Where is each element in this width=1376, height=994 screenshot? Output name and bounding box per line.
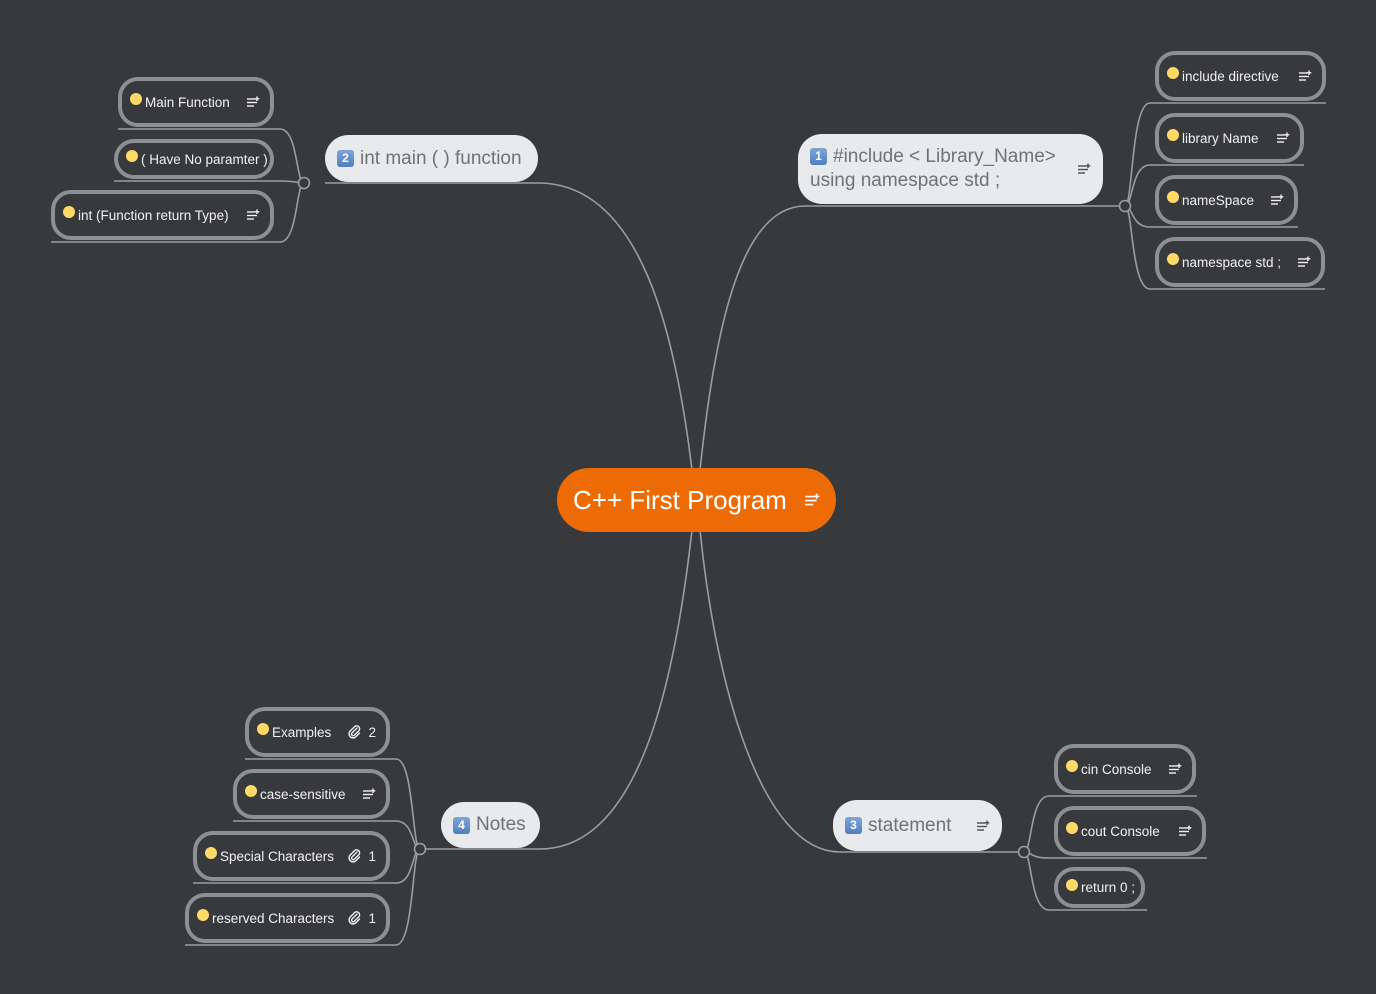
subtopic-examples[interactable]: Examples 2 xyxy=(245,707,390,757)
yellow-dot-icon xyxy=(63,206,75,218)
notes-icon[interactable] xyxy=(1168,763,1182,775)
yellow-dot-icon xyxy=(1066,760,1078,772)
yellow-dot-icon xyxy=(1167,67,1179,79)
notes-icon[interactable] xyxy=(1276,132,1290,144)
topic-main-function-label: int main ( ) function xyxy=(360,147,522,169)
topic-notes[interactable]: 4 Notes xyxy=(441,802,540,848)
yellow-dot-icon xyxy=(130,93,142,105)
connector-central-topic-include xyxy=(699,205,1120,471)
collapse-toggle-main[interactable] xyxy=(297,176,311,190)
attachment-count: 1 xyxy=(368,848,376,864)
subtopic-have-no-parameter[interactable]: ( Have No paramter ) xyxy=(114,139,274,179)
collapse-toggle-statement[interactable] xyxy=(1017,845,1031,859)
topic-statement-label: statement xyxy=(868,814,952,836)
subtopic-case-sensitive[interactable]: case-sensitive xyxy=(233,769,390,819)
notes-icon[interactable] xyxy=(804,493,820,507)
yellow-dot-icon xyxy=(197,909,209,921)
notes-icon[interactable] xyxy=(1178,825,1192,837)
attachment-count: 1 xyxy=(368,910,376,926)
notes-icon[interactable] xyxy=(362,788,376,800)
topic-statement[interactable]: 3 statement xyxy=(833,800,1002,851)
subtopic-main-function[interactable]: Main Function xyxy=(118,77,274,127)
subtopic-int-return-type[interactable]: int (Function return Type) xyxy=(51,190,274,240)
notes-icon[interactable] xyxy=(246,96,260,108)
number-1-badge: 1 xyxy=(810,148,827,165)
central-topic[interactable]: C++ First Program xyxy=(557,468,836,532)
central-topic-label: C++ First Program xyxy=(573,484,787,515)
connector-central-topic-notes xyxy=(420,529,693,850)
number-2-badge: 2 xyxy=(337,150,354,167)
collapse-toggle-notes[interactable] xyxy=(413,842,427,856)
yellow-dot-icon xyxy=(126,150,138,162)
subtopic-namespace-std[interactable]: namespace std ; xyxy=(1155,237,1325,287)
notes-icon[interactable] xyxy=(1298,70,1312,82)
yellow-dot-icon xyxy=(1167,129,1179,141)
notes-icon[interactable] xyxy=(1297,256,1311,268)
yellow-dot-icon xyxy=(1167,191,1179,203)
yellow-dot-icon xyxy=(245,785,257,797)
yellow-dot-icon xyxy=(1066,878,1078,891)
subtopic-cout-console[interactable]: cout Console xyxy=(1054,806,1206,856)
paperclip-icon xyxy=(348,849,361,863)
subtopic-special-characters[interactable]: Special Characters 1 xyxy=(193,831,390,881)
subtopic-reserved-characters[interactable]: reserved Characters 1 xyxy=(185,893,390,943)
topic-notes-label: Notes xyxy=(476,814,526,835)
yellow-dot-icon xyxy=(1167,253,1179,265)
notes-icon[interactable] xyxy=(1077,163,1091,175)
collapse-toggle-include[interactable] xyxy=(1118,199,1132,213)
connector-main-child-1 xyxy=(114,180,305,184)
notes-icon[interactable] xyxy=(976,820,990,832)
subtopic-cin-console[interactable]: cin Console xyxy=(1054,744,1196,794)
subtopic-include-directive[interactable]: include directive xyxy=(1155,51,1326,101)
yellow-dot-icon xyxy=(205,847,217,859)
number-4-badge: 4 xyxy=(453,816,470,834)
attachment-link[interactable]: 2 xyxy=(348,725,376,740)
notes-icon[interactable] xyxy=(1270,194,1284,206)
subtopic-return-0[interactable]: return 0 ; xyxy=(1054,867,1145,908)
attachment-link[interactable]: 1 xyxy=(348,849,376,864)
connector-central-topic-main xyxy=(325,182,693,471)
attachment-count: 2 xyxy=(368,724,376,740)
connector-central-topic-statement xyxy=(699,529,1020,853)
subtopic-namespace[interactable]: nameSpace xyxy=(1155,175,1298,225)
subtopic-library-name[interactable]: library Name xyxy=(1155,113,1304,163)
number-3-badge: 3 xyxy=(845,816,862,834)
attachment-link[interactable]: 1 xyxy=(348,911,376,926)
topic-include-line1: #include < Library_Name> xyxy=(833,146,1056,167)
topic-main-function[interactable]: 2 int main ( ) function xyxy=(325,135,538,182)
yellow-dot-icon xyxy=(257,723,269,735)
paperclip-icon xyxy=(348,725,361,739)
topic-include-line2: using namespace std ; xyxy=(810,170,1001,191)
paperclip-icon xyxy=(348,911,361,925)
topic-include[interactable]: 1 #include < Library_Name> using namespac… xyxy=(798,134,1103,204)
notes-icon[interactable] xyxy=(246,209,260,221)
yellow-dot-icon xyxy=(1066,822,1078,834)
